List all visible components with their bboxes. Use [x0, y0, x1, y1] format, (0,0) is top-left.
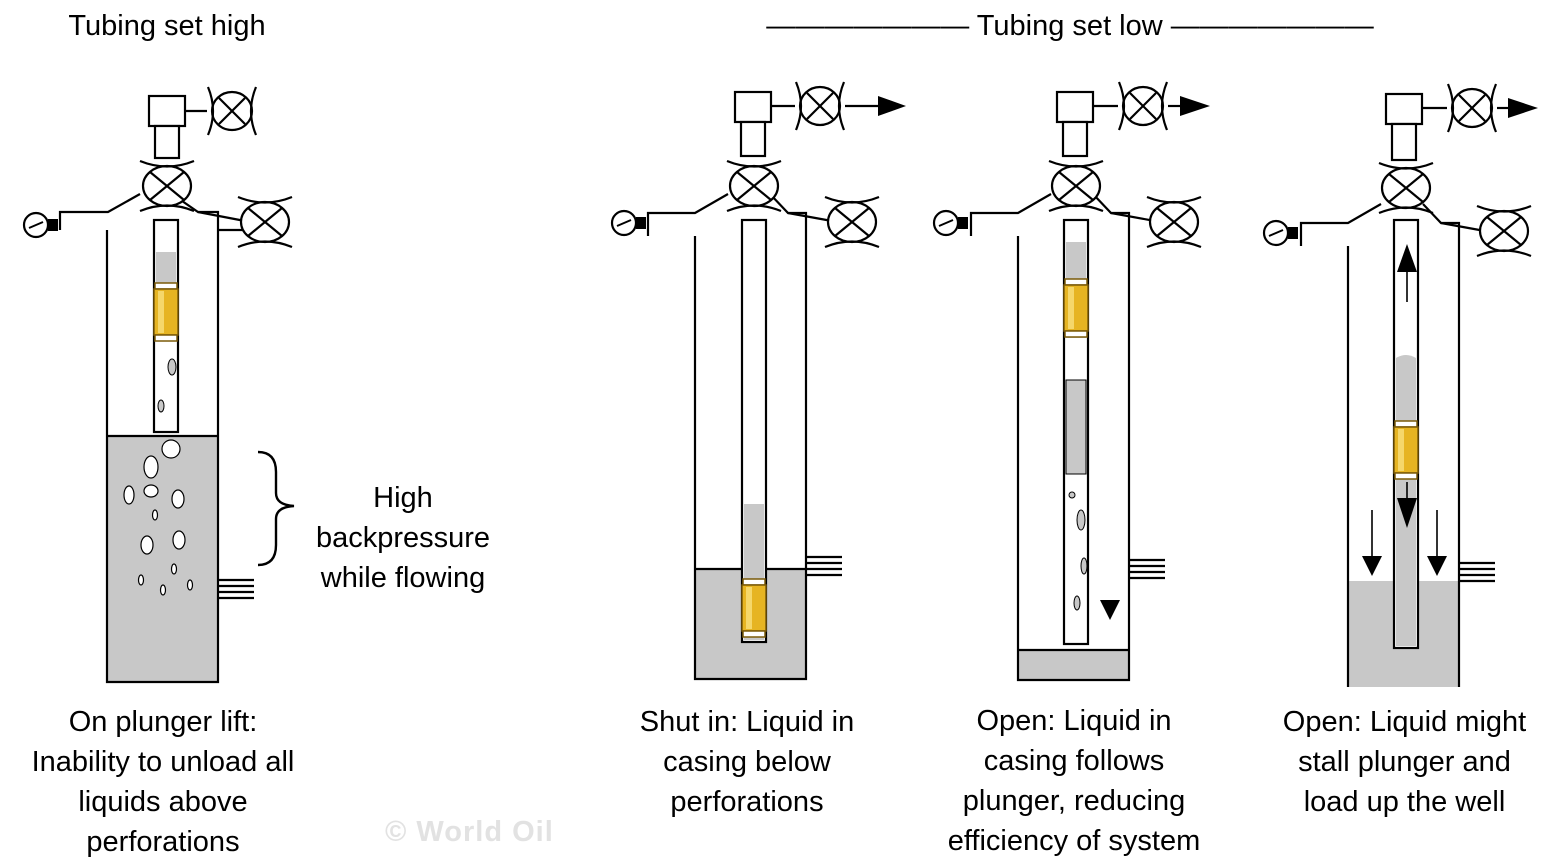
- title-tubing-set-high: Tubing set high: [68, 10, 266, 42]
- pressure-gauge-icon: [1262, 219, 1300, 247]
- backpressure-bracket: [257, 450, 295, 567]
- flow-valve-icon: [206, 85, 258, 137]
- wellhead-piping: [1384, 92, 1510, 162]
- master-valve-icon: [1047, 159, 1105, 213]
- falling-liquid-arrow-icon: [1100, 600, 1120, 620]
- casing-valve-icon: [1145, 195, 1203, 249]
- perforations-icon: [216, 578, 256, 600]
- flow-valve-icon: [1117, 80, 1169, 132]
- gas-bubbles: [123, 439, 194, 596]
- watermark: © World Oil: [385, 816, 554, 848]
- well-panel-4: [1262, 82, 1538, 687]
- casing-liquid-column: [1018, 650, 1129, 680]
- pressure-gauge-icon: [932, 209, 970, 237]
- wellhead-piping: [733, 90, 880, 158]
- casing-valve-icon: [236, 195, 294, 249]
- plunger-icon: [153, 282, 179, 342]
- casing-walls: [58, 193, 246, 684]
- casing-liquid-column: [107, 436, 218, 682]
- plunger-icon: [1063, 278, 1089, 338]
- perforations-icon: [1457, 561, 1497, 583]
- pressure-gauge-icon: [22, 211, 60, 239]
- flow-arrow-icon: [878, 96, 906, 116]
- well-panel-2: [610, 80, 906, 681]
- caption-panel-1: On plunger lift: Inability to unload all…: [31, 706, 295, 858]
- pressure-gauge-icon: [610, 209, 648, 237]
- well-panel-3: [932, 80, 1210, 682]
- wellhead-piping: [147, 94, 207, 160]
- casing-valve-icon: [1475, 204, 1533, 258]
- title-tubing-set-low: ——————— Tubing set low ———————: [766, 10, 1374, 42]
- caption-panel-4: Open: Liquid might stall plunger and loa…: [1282, 706, 1527, 818]
- backpressure-label: High backpressure while flowing: [315, 482, 491, 594]
- motion-arrows: [1362, 244, 1447, 576]
- perforations-icon: [804, 555, 844, 577]
- flow-arrow-icon: [1180, 96, 1210, 116]
- plunger-icon: [741, 578, 767, 638]
- caption-panel-3: Open: Liquid in casing follows plunger, …: [947, 705, 1201, 857]
- master-valve-icon: [725, 159, 783, 213]
- wellhead-piping: [1055, 90, 1182, 158]
- flow-valve-icon: [1446, 82, 1498, 134]
- casing-walls: [969, 193, 1156, 682]
- flow-arrow-icon: [1508, 98, 1538, 118]
- well-panel-1: [22, 85, 295, 684]
- casing-valve-icon: [823, 195, 881, 249]
- caption-panel-2: Shut in: Liquid in casing below perforat…: [639, 706, 855, 818]
- flow-valve-icon: [794, 80, 846, 132]
- plunger-icon: [1393, 420, 1419, 480]
- perforations-icon: [1127, 558, 1167, 580]
